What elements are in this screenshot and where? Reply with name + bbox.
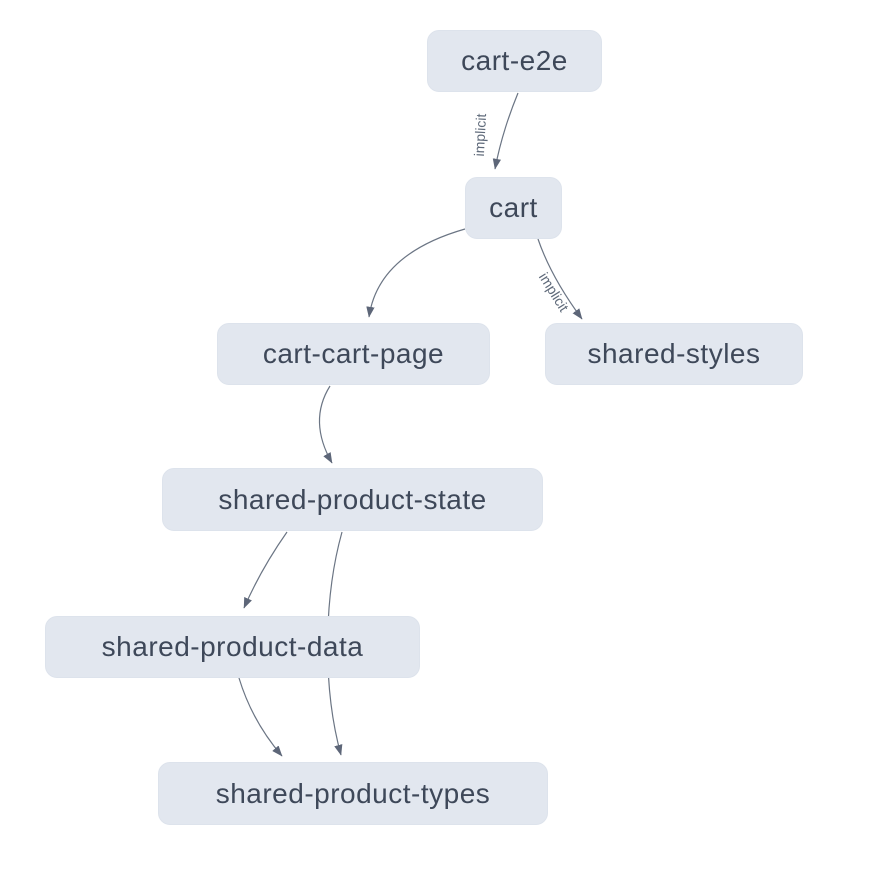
edge-label-implicit-cart-e2e-cart: implicit xyxy=(470,113,490,157)
node-label: shared-styles xyxy=(587,338,761,369)
edge-cart-e2e-to-cart xyxy=(492,92,519,170)
node-label: shared-product-types xyxy=(215,777,491,809)
graph-node-shared-product-state[interactable]: shared-product-state xyxy=(162,468,543,531)
graph-node-cart-e2e[interactable]: cart-e2e xyxy=(427,30,602,92)
node-label: cart xyxy=(489,192,538,223)
graph-node-cart[interactable]: cart xyxy=(465,177,562,239)
graph-node-shared-product-types[interactable]: shared-product-types xyxy=(158,762,548,825)
edge-shared-product-data-to-shared-product-types xyxy=(238,677,283,757)
graph-node-shared-product-data[interactable]: shared-product-data xyxy=(45,616,420,678)
node-label: cart-cart-page xyxy=(262,338,445,369)
edge-cart-cart-page-to-shared-product-state xyxy=(318,385,333,464)
edge-shared-product-state-to-shared-product-data xyxy=(243,531,288,609)
node-label: cart-e2e xyxy=(461,45,568,76)
node-label: shared-product-data xyxy=(101,631,364,662)
node-label: shared-product-state xyxy=(218,483,487,515)
edge-label-implicit-cart-shared-styles: implicit xyxy=(535,269,573,315)
edge-cart-to-cart-cart-page xyxy=(366,228,466,318)
graph-node-shared-styles[interactable]: shared-styles xyxy=(545,323,803,385)
graph-node-cart-cart-page[interactable]: cart-cart-page xyxy=(217,323,490,385)
